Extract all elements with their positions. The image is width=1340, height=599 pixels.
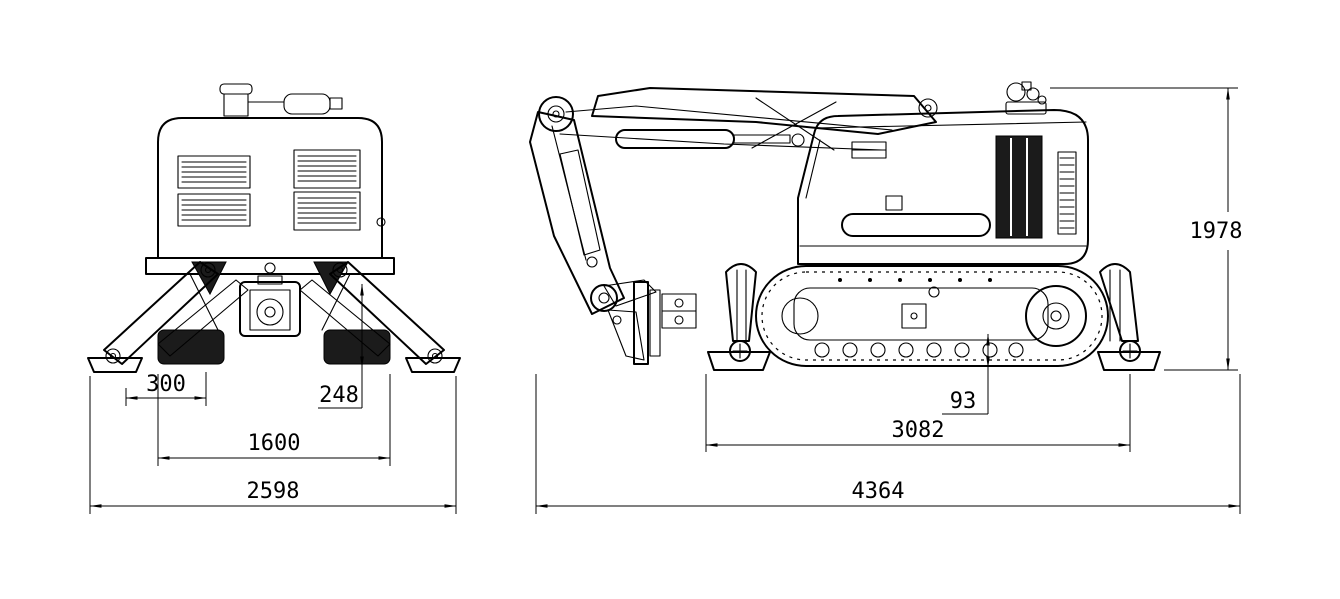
tool-head — [603, 279, 697, 365]
boom-arm — [529, 87, 938, 315]
dimension-track-width: 1600 — [157, 374, 391, 466]
front-view — [87, 83, 461, 373]
vent-block — [995, 135, 1043, 239]
dim-label-overall-width: 2598 — [247, 479, 300, 504]
gusset-right — [313, 261, 349, 296]
outrigger-foot-left — [87, 357, 143, 373]
drive-sprocket — [1025, 285, 1087, 347]
outrigger-left — [87, 261, 249, 373]
outrigger-right — [299, 261, 461, 373]
dim-label-track-width: 1600 — [248, 431, 301, 456]
dim-label-track-height: 248 — [319, 383, 359, 408]
dimension-support-span: 3082 — [705, 374, 1131, 452]
outrigger-foot-right — [405, 357, 461, 373]
center-gearbox — [239, 262, 301, 337]
stabilizer-front — [707, 263, 771, 371]
stabilizer-rear — [1097, 263, 1161, 371]
dimension-outrigger-spacing: 300 — [125, 372, 207, 406]
arm-cylinder — [559, 149, 601, 256]
dim-label-ground-clearance: 93 — [950, 389, 977, 414]
dim-label-overall-length: 4364 — [852, 479, 905, 504]
vent-grille-right — [293, 149, 361, 231]
stabilizer-foot-rear — [1097, 351, 1161, 371]
beacon — [1005, 81, 1047, 115]
dim-label-outrigger-spacing: 300 — [146, 372, 186, 397]
cab-body — [797, 109, 1089, 265]
dimension-overall-width: 2598 — [89, 376, 457, 514]
boom-joint — [538, 96, 574, 132]
chassis-flange — [145, 257, 395, 275]
dimension-overall-height: 1978 — [1050, 87, 1243, 371]
dipper-arm — [529, 111, 625, 315]
dimensions: 300 248 1600 2598 1978 — [89, 87, 1243, 514]
exhaust-stack — [219, 83, 343, 117]
elbow-joint — [590, 284, 618, 312]
track-left — [157, 329, 225, 365]
dimension-ground-clearance: 93 — [942, 333, 990, 415]
chassis-braces — [189, 273, 351, 331]
vent-grille-left — [177, 155, 251, 227]
x-brace — [751, 97, 837, 151]
housing-latch — [376, 217, 386, 227]
dim-label-support-span: 3082 — [892, 418, 945, 443]
dim-label-overall-height: 1978 — [1190, 219, 1243, 244]
track-right — [323, 329, 391, 365]
engine-housing — [157, 117, 383, 259]
dimension-track-height: 248 — [318, 283, 364, 409]
stabilizer-foot-front — [707, 351, 771, 371]
dimension-overall-length: 4364 — [535, 374, 1241, 514]
side-view — [529, 81, 1161, 371]
handle-rail — [841, 213, 991, 237]
track-assembly — [755, 265, 1109, 367]
idler-wheel — [781, 297, 819, 335]
